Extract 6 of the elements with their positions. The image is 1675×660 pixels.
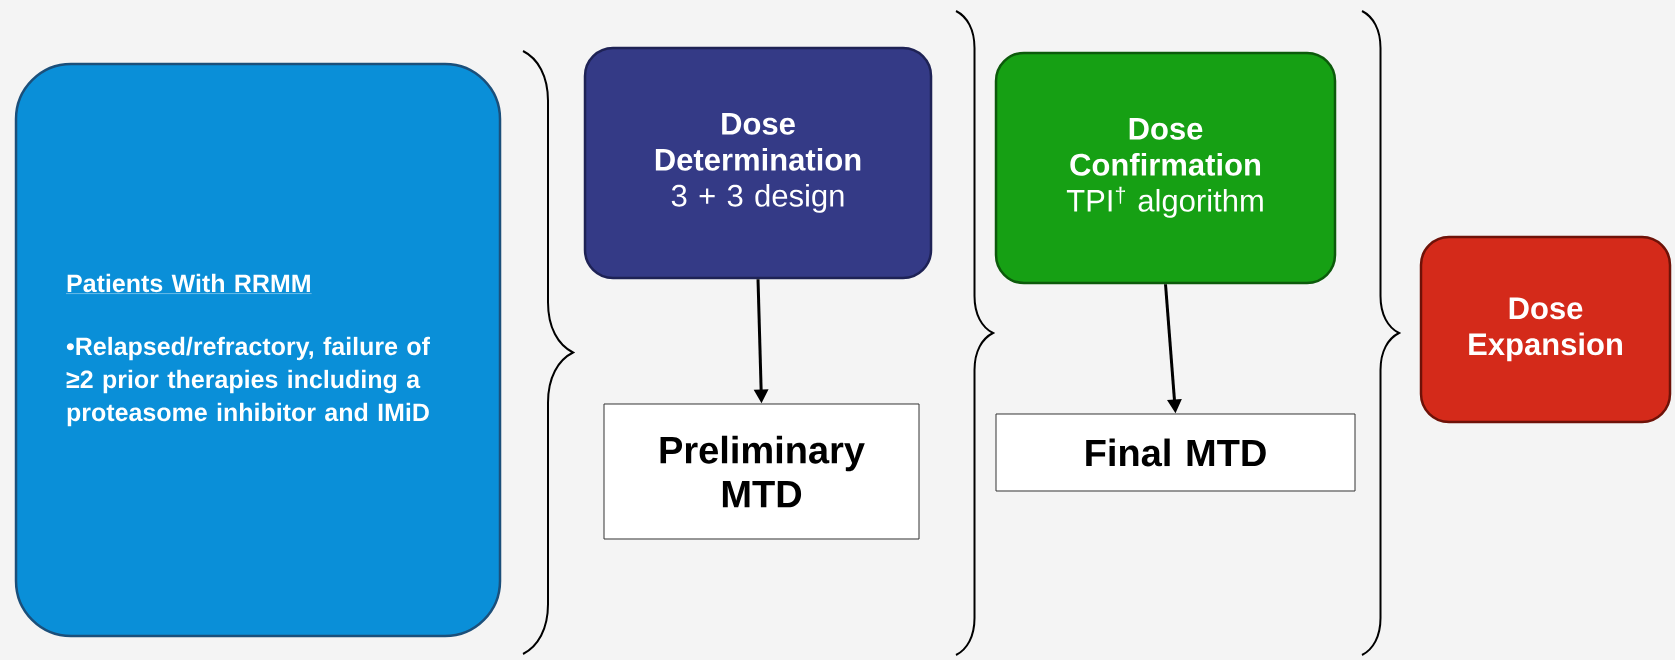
result-box: Preliminary MTD: [603, 403, 920, 540]
stage-box: Dose Determination 3 + 3 design: [583, 46, 933, 280]
patient-box: Patients With RRMM •Relapsed/refractory, failure of ≥2 prior therapies including a proteasome inhibitor and IMiD: [14, 62, 502, 638]
result-box: Final MTD: [995, 413, 1356, 492]
stage-box: Dose Expansion: [1419, 235, 1672, 424]
stage-box: Dose Confirmation TPI$^{†}$ algorithm: [994, 51, 1337, 285]
